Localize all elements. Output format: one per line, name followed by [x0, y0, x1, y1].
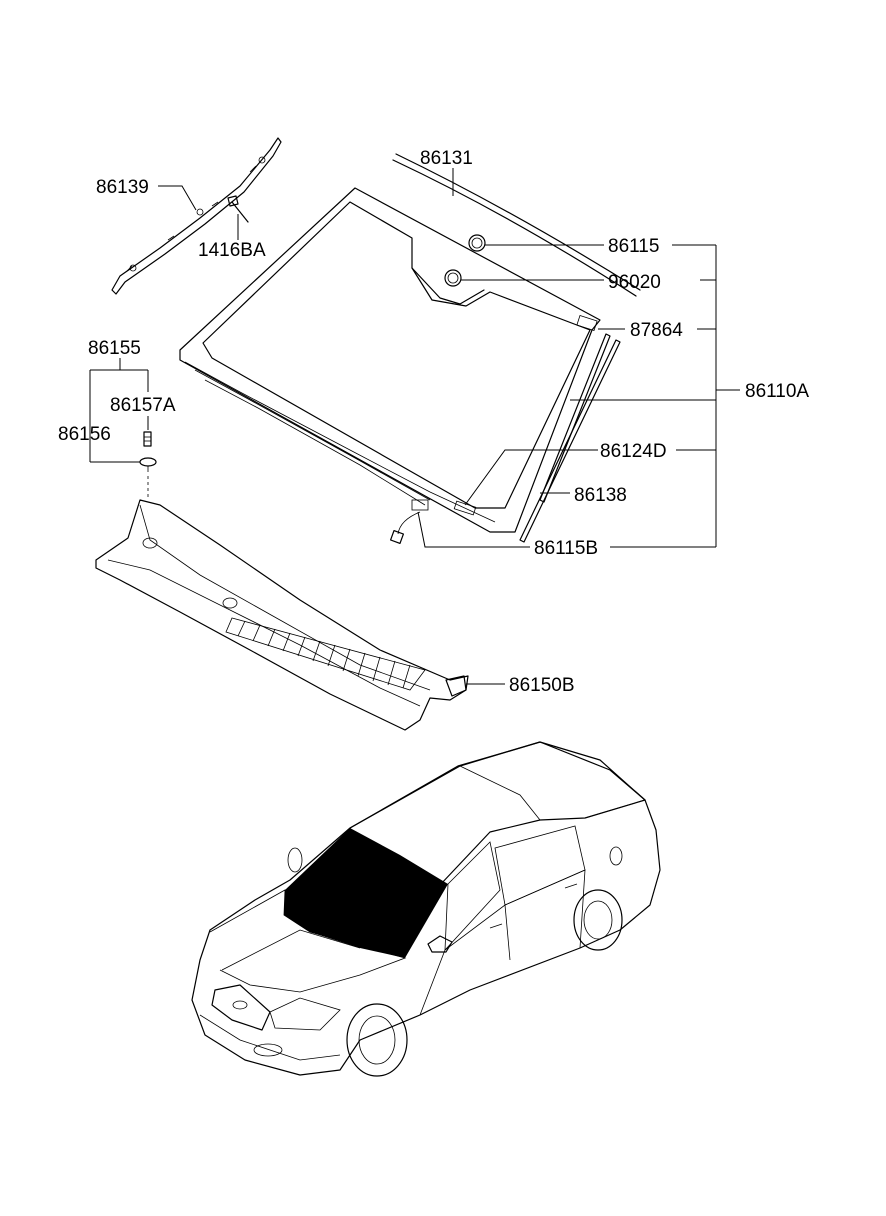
leader-lines	[89, 168, 740, 685]
label-1416BA: 1416BA	[198, 240, 266, 261]
part-86157A-drawing	[143, 431, 152, 447]
label-86155: 86155	[88, 338, 141, 359]
part-86156-drawing	[139, 457, 157, 472]
label-86150B: 86150B	[509, 675, 575, 696]
label-86156: 86156	[58, 424, 111, 445]
part-96020-drawing	[444, 269, 462, 287]
part-1416BA-drawing	[227, 195, 249, 223]
label-86124D: 86124D	[600, 441, 667, 462]
label-86131: 86131	[420, 148, 473, 169]
label-86115B: 86115B	[534, 538, 598, 559]
windshield-glass-drawing	[179, 187, 601, 533]
label-86110A: 86110A	[745, 381, 809, 402]
part-86115B-drawing	[389, 511, 421, 545]
label-86157A: 86157A	[110, 395, 176, 416]
part-86139-drawing	[111, 137, 282, 295]
windshield-highlight	[284, 828, 448, 958]
part-86131-drawing	[392, 153, 641, 297]
part-86150B-drawing	[95, 499, 469, 731]
label-86115: 86115	[608, 236, 659, 257]
label-87864: 87864	[630, 320, 683, 341]
label-86139: 86139	[96, 177, 149, 198]
part-86138-drawing	[519, 333, 621, 543]
label-86138: 86138	[574, 485, 627, 506]
car-drawing	[191, 741, 661, 1077]
label-96020: 96020	[608, 272, 661, 293]
part-86115-drawing	[468, 234, 486, 252]
